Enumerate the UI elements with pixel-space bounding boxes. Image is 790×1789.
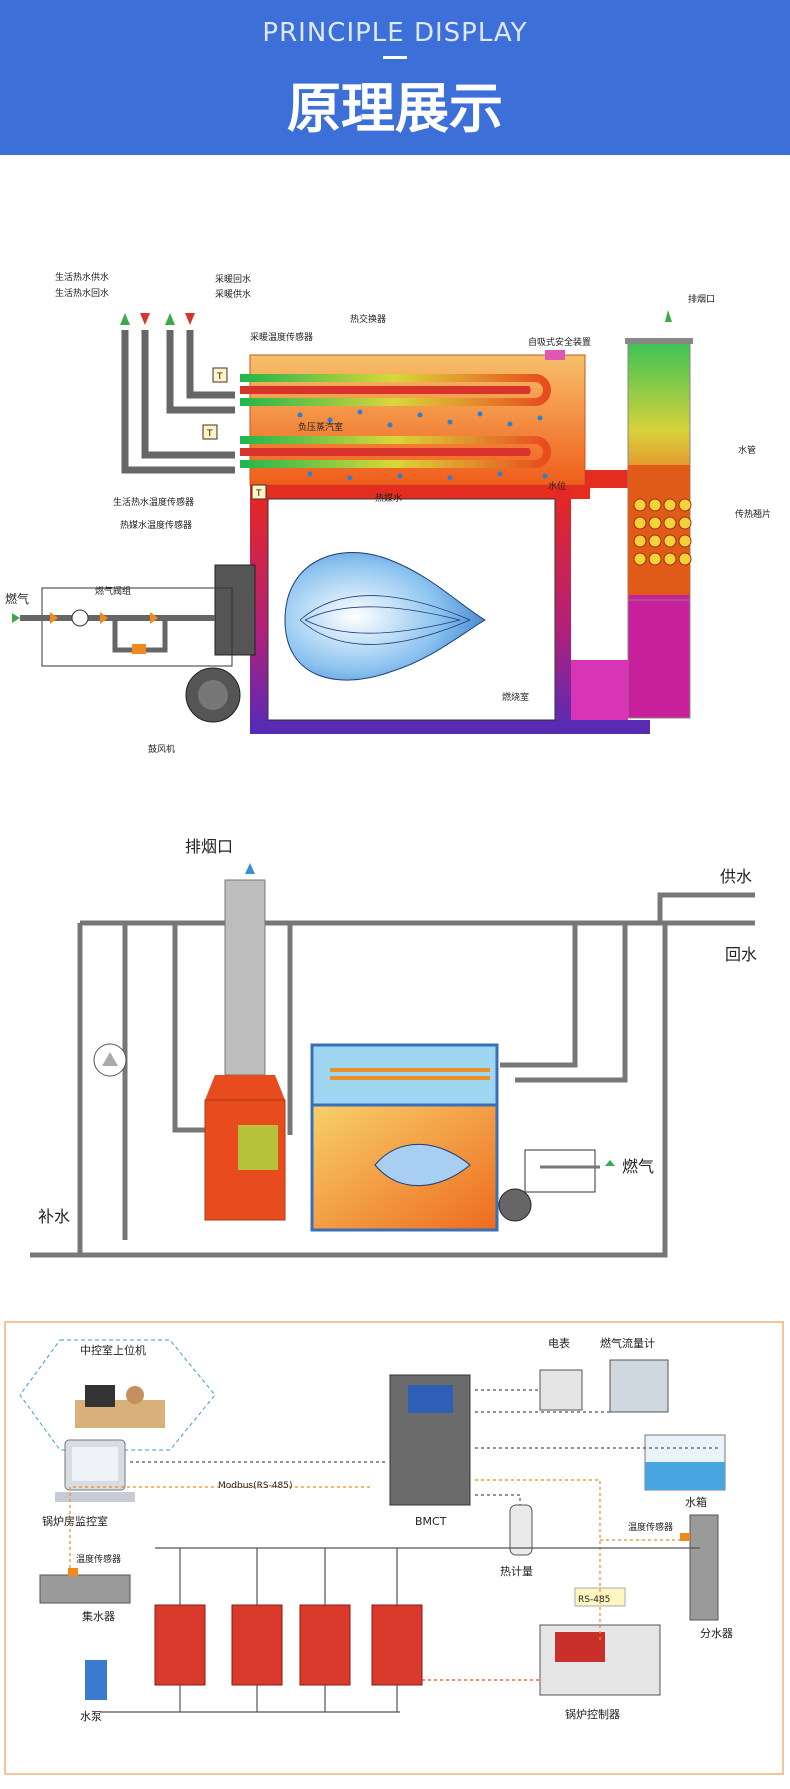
distributor-sensor <box>680 1533 690 1541</box>
header-title-zh: 原理展示 <box>287 77 503 140</box>
label-combustion-chamber: 燃烧室 <box>502 691 529 703</box>
label-meter: 电表 <box>548 1336 570 1350</box>
heat-exchanger-coils <box>240 374 551 468</box>
boiler-water-top <box>310 1043 499 1107</box>
label-return: 回水 <box>725 945 757 964</box>
label-collector: 集水器 <box>82 1609 115 1623</box>
label-boiler-monitor-room: 锅炉房监控室 <box>42 1514 108 1528</box>
label-temp-sensor-left: 温度传感器 <box>76 1553 121 1565</box>
label-medium-water: 热媒水 <box>375 492 402 504</box>
flame-lines <box>299 595 471 645</box>
boiler-coil <box>330 1068 490 1080</box>
signal-lines <box>69 1389 720 1681</box>
control-room-monitor <box>85 1385 115 1407</box>
label-water-tube: 水管 <box>738 444 756 456</box>
label-heat-meter: 热计量 <box>500 1565 533 1578</box>
burner-fan <box>498 1188 532 1222</box>
pipe-arrows <box>120 313 195 325</box>
gas-flowmeter-device <box>609 1359 669 1413</box>
temp-sensor-boxes: T T T <box>202 367 267 500</box>
label-distributor: 分水器 <box>700 1627 733 1640</box>
schematic-pipes <box>30 892 755 1258</box>
t-mark-2: T <box>206 429 213 439</box>
economizer-fins <box>238 1125 278 1170</box>
header-divider <box>383 56 407 59</box>
label-water-tank: 水箱 <box>685 1495 707 1509</box>
label-water-level: 水位 <box>548 480 566 492</box>
safety-device <box>545 350 565 360</box>
label-control-room-pc: 中控室上位机 <box>80 1343 146 1357</box>
control-system-diagram: 中控室上位机 锅炉房监控室 电表 燃气流量计 Modbus(RS-485) BM… <box>4 1321 784 1775</box>
flame-2 <box>374 1143 471 1187</box>
operator-avatar <box>126 1386 144 1404</box>
label-supply: 供水 <box>720 867 752 886</box>
chimney-2 <box>224 879 266 1076</box>
label-exhaust-2: 排烟口 <box>185 837 233 856</box>
gas-arrow <box>605 1160 615 1166</box>
magenta-duct <box>571 660 628 720</box>
label-fins: 传热翘片 <box>735 508 771 520</box>
heat-meter-device <box>509 1504 533 1556</box>
piping-schematic-diagram: 排烟口 供水 回水 补水 燃气 <box>30 837 757 1258</box>
burner-housing <box>214 564 256 656</box>
label-heating-supply: 采暖供水 <box>215 288 251 300</box>
label-bmct: BMCT <box>415 1515 447 1528</box>
bmct-screen <box>408 1385 453 1413</box>
label-blower: 鼓风机 <box>148 743 175 755</box>
chimney-hood <box>205 1075 285 1100</box>
label-gas-valve-group: 燃气阀组 <box>95 585 131 597</box>
label-domestic-temp-sensor: 生活热水温度传感器 <box>113 496 194 508</box>
label-rs485: RS-485 <box>578 1595 610 1605</box>
label-modbus: Modbus(RS-485) <box>218 1481 293 1491</box>
electric-meter <box>539 1369 583 1411</box>
water-lines <box>100 1547 700 1713</box>
label-gas-flowmeter: 燃气流量计 <box>600 1336 655 1350</box>
gas-valve-group <box>12 587 233 667</box>
exhaust-arrow <box>245 863 255 874</box>
supply-return-pipes <box>121 330 235 474</box>
t-mark-3: T <box>255 489 262 499</box>
header-banner: PRINCIPLE DISPLAY 原理展示 <box>0 0 790 155</box>
label-domestic-return: 生活热水回水 <box>55 287 109 299</box>
label-medium-temp-sensor: 热媒水温度传感器 <box>120 519 192 531</box>
control-room-hexagon <box>19 1339 216 1451</box>
label-exhaust-1: 排烟口 <box>688 293 715 305</box>
label-heating-temp-sensor: 采暖温度传感器 <box>250 331 313 343</box>
monitor-room-keyboard <box>55 1492 135 1502</box>
t-mark-1: T <box>216 372 223 382</box>
boiler-units <box>154 1604 423 1686</box>
label-boiler-controller: 锅炉控制器 <box>565 1707 620 1721</box>
water-pump <box>85 1660 107 1700</box>
label-heat-exchanger: 热交换器 <box>350 313 386 325</box>
label-gas-1: 燃气 <box>5 591 29 606</box>
water-tank-level <box>645 1462 725 1490</box>
collector <box>39 1574 131 1604</box>
label-neg-pressure: 负压蒸汽室 <box>298 421 343 433</box>
chimney <box>625 310 693 719</box>
boiler-controller-screen <box>555 1632 605 1662</box>
blower-hub <box>198 680 228 710</box>
boiler-water-jacket <box>250 470 650 734</box>
monitor-room-screen <box>72 1447 118 1481</box>
label-makeup: 补水 <box>38 1207 70 1226</box>
label-temp-sensor-right: 温度传感器 <box>628 1521 673 1533</box>
label-heating-return: 采暖回水 <box>215 273 251 285</box>
distributor <box>689 1514 719 1621</box>
boiler-cross-section-diagram: T T T 生活热水供水 生活热水回水 采暖回水 采暖供水 采暖温度传感器 热交… <box>5 271 771 755</box>
fins-grid <box>633 498 692 566</box>
flame <box>284 552 486 681</box>
collector-sensor <box>68 1568 78 1576</box>
pump-triangle <box>102 1052 118 1066</box>
label-domestic-supply: 生活热水供水 <box>55 271 109 283</box>
header-title-en: PRINCIPLE DISPLAY <box>262 18 528 48</box>
label-safety-device: 自吸式安全装置 <box>528 336 591 348</box>
gas-train-box <box>524 1149 596 1193</box>
water-droplets <box>297 409 548 481</box>
label-pump: 水泵 <box>80 1710 102 1723</box>
label-gas-2: 燃气 <box>622 1157 654 1176</box>
